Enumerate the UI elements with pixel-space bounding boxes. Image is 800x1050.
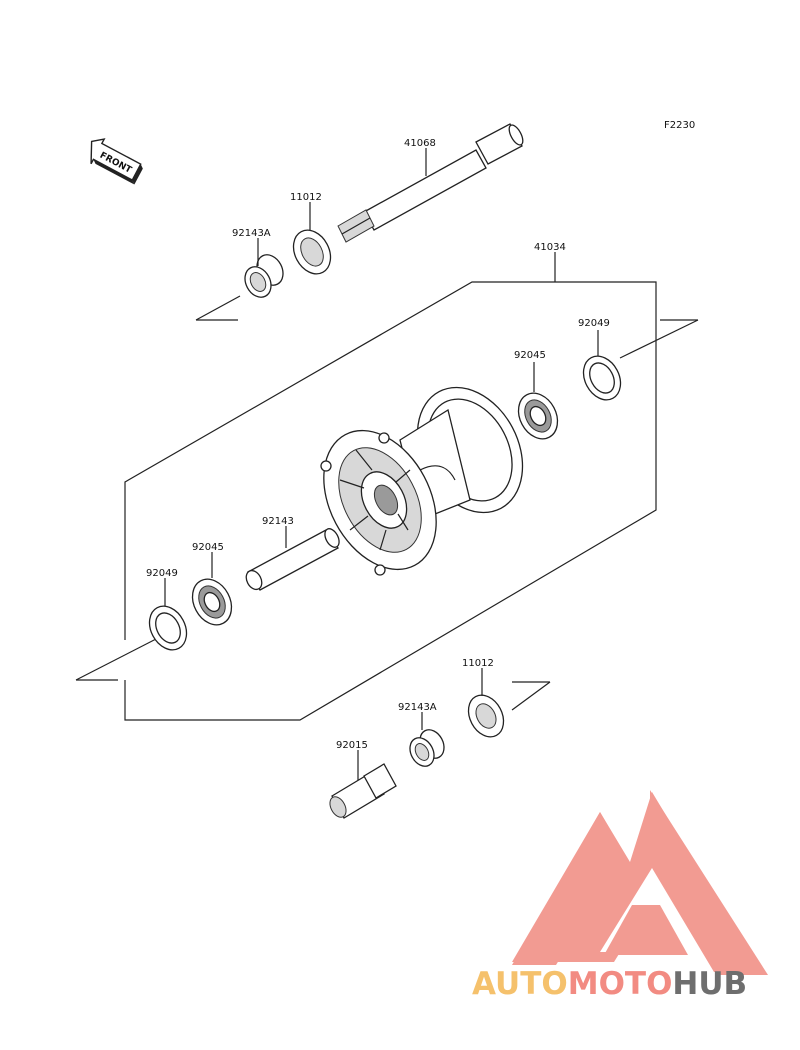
watermark-logo	[512, 790, 768, 975]
axle-nut-part	[329, 763, 397, 819]
circlip-left-part	[148, 605, 188, 651]
seal-lower-part	[467, 694, 505, 738]
front-arrow-icon: FRONT	[90, 138, 143, 185]
label-hub: 41034	[534, 242, 566, 253]
bearing-left-part	[191, 578, 233, 626]
circlip-right-part	[582, 355, 622, 401]
watermark-moto: MOTO	[568, 966, 673, 1002]
axis-line	[619, 319, 699, 359]
spacer-part	[245, 528, 340, 591]
collar-upper-part	[244, 254, 284, 298]
bearing-right-part	[517, 392, 559, 440]
label-collar-upper: 92143A	[232, 228, 271, 239]
label-circlip-left: 92049	[146, 568, 178, 579]
label-spacer: 92143	[262, 516, 294, 527]
watermark-hub: HUB	[672, 966, 747, 1002]
watermark-text: AUTOMOTOHUB	[472, 966, 747, 1002]
axle-part	[337, 123, 524, 243]
label-seal-upper: 11012	[290, 192, 322, 203]
label-circlip-right: 92049	[578, 318, 610, 329]
label-bearing-right: 92045	[514, 350, 546, 361]
figure-code: F2230	[664, 120, 695, 131]
seal-upper-part	[292, 229, 332, 275]
leader-lines	[164, 148, 599, 780]
collar-lower-part	[409, 729, 445, 767]
label-axle-nut: 92015	[336, 740, 368, 751]
axis-line	[75, 637, 159, 681]
label-seal-lower: 11012	[462, 658, 494, 669]
label-collar-lower: 92143A	[398, 702, 437, 713]
axis-line	[511, 681, 551, 711]
label-bearing-left: 92045	[192, 542, 224, 553]
hub-part	[320, 386, 524, 576]
label-axle: 41068	[404, 138, 436, 149]
hub-group-frame	[124, 281, 657, 721]
axis-line	[195, 295, 241, 321]
watermark-auto: AUTO	[472, 966, 568, 1002]
